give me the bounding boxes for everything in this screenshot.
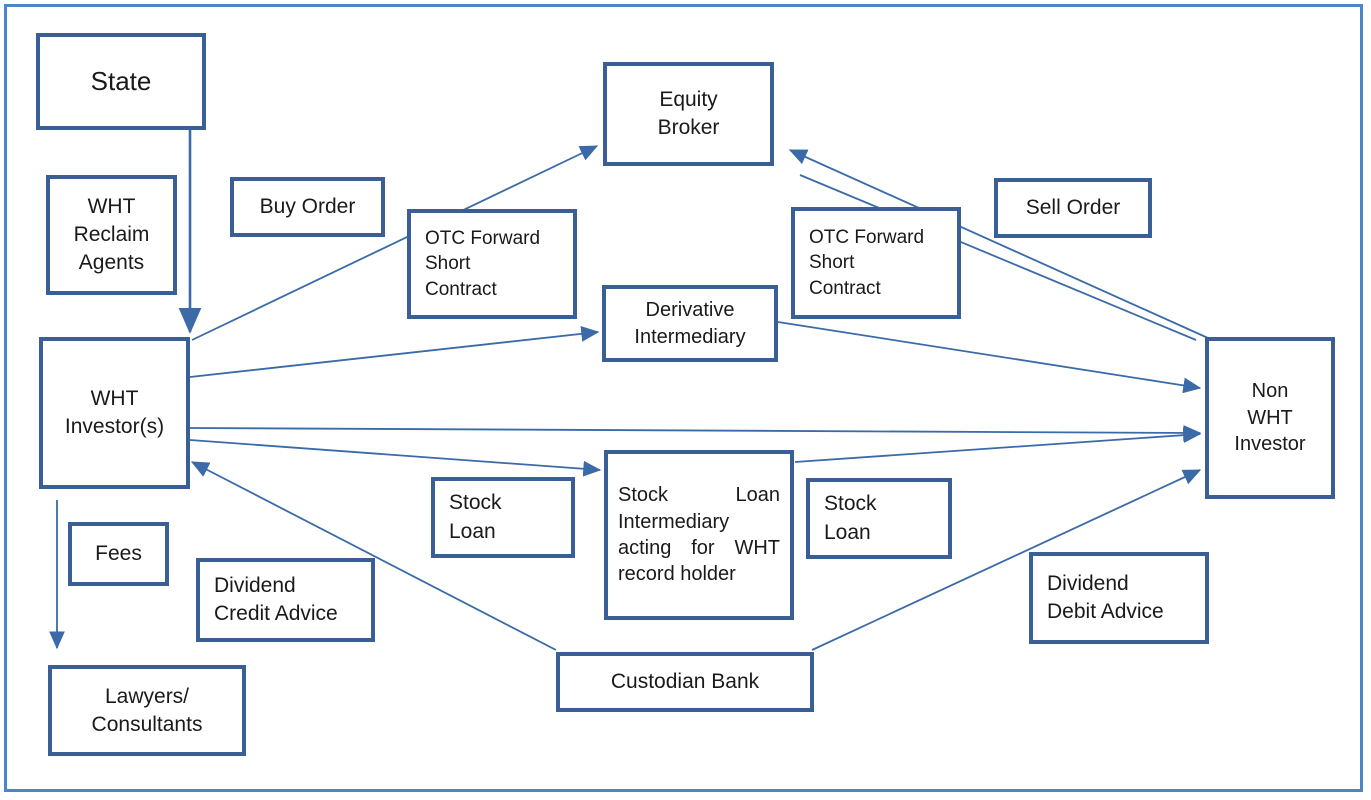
- edge-non-wht-to-equity-broker: [788, 149, 1209, 339]
- edge-wht-investor-to-equity-broker: [191, 145, 599, 341]
- label-stock-loan-right-text: Stock Loan: [824, 492, 877, 544]
- label-sell-order-text: Sell Order: [1025, 195, 1121, 219]
- label-dividend-credit-advice: Dividend Credit Advice: [196, 558, 375, 642]
- label-dividend-debit-advice-text: Dividend Debit Advice: [1047, 571, 1164, 623]
- label-fees-text: Fees: [95, 541, 142, 565]
- label-otc-forward-short-contract-left: OTC Forward Short Contract: [407, 209, 577, 319]
- label-fees: Fees: [68, 522, 169, 586]
- label-sell-order: Sell Order: [994, 178, 1152, 238]
- label-dividend-credit-advice-text: Dividend Credit Advice: [214, 573, 338, 625]
- node-lawyers-consultants[interactable]: Lawyers/ Consultants: [48, 665, 246, 756]
- edge-derivative-to-non-wht: [777, 321, 1202, 394]
- node-wht-investor[interactable]: WHT Investor(s): [39, 337, 190, 489]
- node-custodian-bank-label: Custodian Bank: [610, 670, 760, 694]
- node-state-label: State: [90, 66, 152, 97]
- edge-custodian-to-non-wht: [811, 469, 1202, 651]
- edge-custodian-to-wht-investor: [190, 461, 557, 651]
- label-otc-forward-short-contract-left-text: OTC Forward Short Contract: [425, 227, 541, 300]
- node-wht-reclaim-agents[interactable]: WHT Reclaim Agents: [46, 175, 177, 295]
- edge-equity-broker-to-non-wht: [799, 174, 1197, 341]
- label-dividend-debit-advice: Dividend Debit Advice: [1029, 552, 1209, 644]
- node-stock-loan-intermediary-label: Stock Loan Intermediary acting for WHT r…: [618, 484, 780, 586]
- label-buy-order-text: Buy Order: [259, 194, 356, 218]
- node-derivative-intermediary[interactable]: Derivative Intermediary: [602, 285, 778, 362]
- node-derivative-intermediary-label: Derivative Intermediary: [634, 299, 746, 348]
- node-non-wht-investor-label: Non WHT Investor: [1234, 380, 1306, 456]
- node-stock-loan-intermediary[interactable]: Stock Loan Intermediary acting for WHT r…: [604, 450, 794, 620]
- edge-wht-investor-to-derivative: [189, 325, 600, 378]
- label-stock-loan-right: Stock Loan: [806, 478, 952, 559]
- label-buy-order: Buy Order: [230, 177, 385, 237]
- label-otc-forward-short-contract-right: OTC Forward Short Contract: [791, 207, 961, 319]
- edge-wht-investor-to-non-wht: [189, 424, 1202, 441]
- node-equity-broker-label: Equity Broker: [657, 88, 720, 139]
- label-stock-loan-left: Stock Loan: [431, 477, 575, 558]
- node-non-wht-investor[interactable]: Non WHT Investor: [1205, 337, 1335, 499]
- node-wht-investor-label: WHT Investor(s): [64, 387, 165, 438]
- label-otc-forward-short-contract-right-text: OTC Forward Short Contract: [809, 226, 925, 299]
- label-stock-loan-left-text: Stock Loan: [449, 491, 502, 543]
- edge-wht-investor-to-stock-loan-intermediary: [189, 439, 602, 477]
- edge-stock-loan-intermediary-to-non-wht: [794, 427, 1202, 463]
- node-custodian-bank[interactable]: Custodian Bank: [556, 652, 814, 712]
- node-lawyers-consultants-label: Lawyers/ Consultants: [91, 684, 203, 736]
- node-wht-reclaim-agents-label: WHT Reclaim Agents: [73, 195, 150, 274]
- node-equity-broker[interactable]: Equity Broker: [603, 62, 774, 166]
- node-state[interactable]: State: [36, 33, 206, 130]
